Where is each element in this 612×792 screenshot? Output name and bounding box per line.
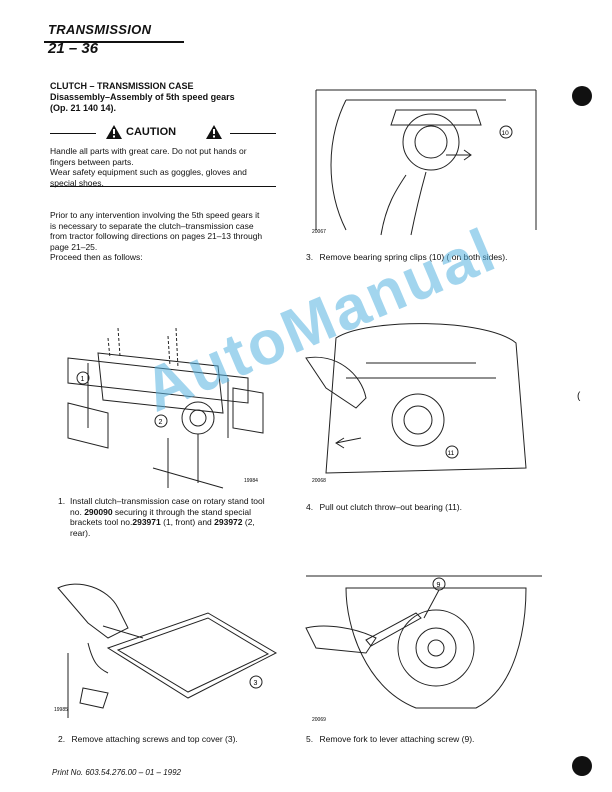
caution-text: Handle all parts with great care. Do not… <box>50 146 278 188</box>
intro-line: from tractor following directions on pag… <box>50 231 263 241</box>
figure-top-cover-illustration: 3 19985 <box>48 568 278 718</box>
step-caption-5: 5. Remove fork to lever attaching screw … <box>306 734 546 745</box>
caution-rule-left <box>50 133 96 134</box>
caution-line: Wear safety equipment such as goggles, g… <box>50 167 247 177</box>
step-text: Remove fork to lever attaching screw (9)… <box>319 734 475 744</box>
step-line: rear). <box>70 527 91 538</box>
margin-bullet-top <box>572 86 592 106</box>
step-number: 3. <box>306 252 314 262</box>
section-title: CLUTCH – TRANSMISSION CASE Disassembly–A… <box>50 81 290 114</box>
figure-number: 20067 <box>312 229 326 235</box>
caution-banner: CAUTION <box>50 124 276 142</box>
figure-number: 19984 <box>244 478 258 484</box>
figure-callout: 3 <box>254 680 258 687</box>
step-caption-2: 2. Remove attaching screws and top cover… <box>58 734 290 745</box>
step-caption-4: 4. Pull out clutch throw–out bearing (11… <box>306 502 546 513</box>
print-number-footer: Print No. 603.54.276.00 – 01 – 1992 <box>52 768 181 777</box>
figure-number: 20068 <box>312 478 326 484</box>
header-rule <box>44 41 184 43</box>
figure-number: 19985 <box>54 707 68 713</box>
step-line: brackets tool no.293971 (1, front) and 2… <box>70 517 255 527</box>
figure-callout: 2 <box>159 419 163 426</box>
intro-paragraph: Prior to any intervention involving the … <box>50 210 282 263</box>
step-line: no. 290090 securing it through the stand… <box>70 506 252 517</box>
section-title-line: Disassembly–Assembly of 5th speed gears <box>50 92 235 102</box>
figure-rotary-stand-illustration: 1 2 19984 <box>48 318 276 490</box>
step-caption-3: 3. Remove bearing spring clips (10) ( on… <box>306 252 546 263</box>
warning-triangle-icon <box>106 125 122 139</box>
running-header-title: TRANSMISSION <box>48 22 152 37</box>
figure-fork-screw-illustration: 9 20069 <box>305 568 542 726</box>
step-caption-1: 1. Install clutch–transmission case on r… <box>58 496 290 538</box>
figure-throwout-bearing-illustration: 11 20068 <box>305 318 542 490</box>
intro-line: Proceed then as follows: <box>50 252 143 262</box>
intro-line: is necessary to separate the clutch–tran… <box>50 220 254 231</box>
figure-callout: 11 <box>448 450 455 457</box>
section-title-line: CLUTCH – TRANSMISSION CASE <box>50 81 194 91</box>
figure-number: 20069 <box>312 717 326 723</box>
caution-line: fingers between parts. <box>50 156 134 167</box>
figure-callout: 10 <box>502 130 510 137</box>
caution-label: CAUTION <box>126 126 177 138</box>
figure-callout: 1 <box>81 376 85 383</box>
caution-line: special shoes. <box>50 177 104 188</box>
step-text: Pull out clutch throw–out bearing (11). <box>319 502 463 512</box>
section-title-line: (Op. 21 140 14). <box>50 103 117 113</box>
intro-line: page 21–25. <box>50 241 98 252</box>
step-number: 5. <box>306 734 314 744</box>
step-number: 4. <box>306 502 314 512</box>
caution-rule-right <box>230 133 276 134</box>
warning-triangle-icon <box>206 125 222 139</box>
intro-line: Prior to any intervention involving the … <box>50 210 260 220</box>
margin-mark: ( <box>577 391 581 402</box>
caution-rule-bottom <box>50 186 276 187</box>
step-text: Remove attaching screws and top cover (3… <box>71 734 238 744</box>
caution-line: Handle all parts with great care. Do not… <box>50 146 247 156</box>
figure-callout: 9 <box>437 582 441 589</box>
figure-bearing-clips-illustration: 10 20067 <box>306 80 542 238</box>
page-number: 21 – 36 <box>48 40 99 57</box>
step-text: Remove bearing spring clips (10) ( on bo… <box>319 252 508 262</box>
step-line: Install clutch–transmission case on rota… <box>70 496 265 506</box>
step-number: 1. <box>58 496 66 506</box>
margin-bullet-bottom <box>572 756 592 776</box>
step-number: 2. <box>58 734 66 744</box>
